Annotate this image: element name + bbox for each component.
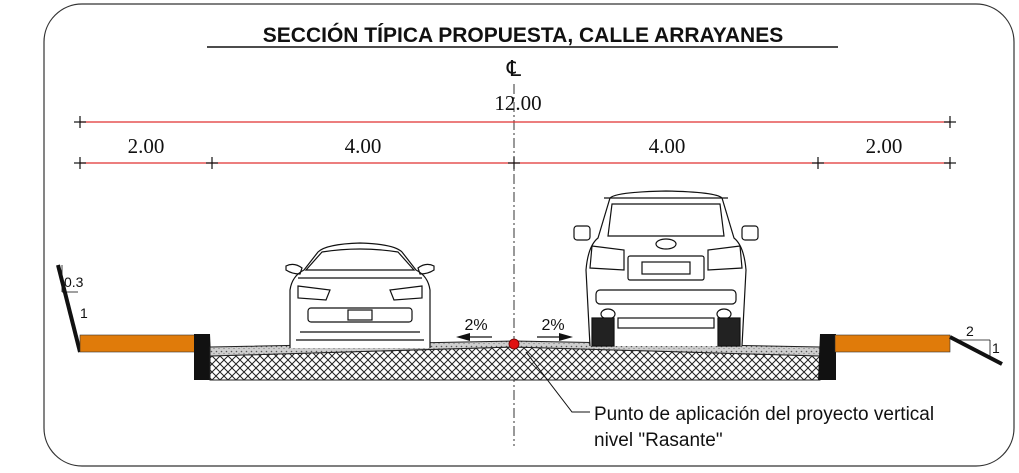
right-slope-vertical-label: 1 xyxy=(992,340,1000,356)
left-car-icon xyxy=(285,242,435,348)
left-sidewalk xyxy=(79,334,197,353)
segment-label-right-lane: 4.00 xyxy=(649,134,686,158)
left-crossfall-arrow-icon xyxy=(456,333,470,341)
rasante-point xyxy=(508,338,520,350)
right-crossfall-label: 2% xyxy=(541,317,564,334)
left-slope-vertical-label: 1 xyxy=(80,305,88,321)
right-suv-icon xyxy=(573,190,759,347)
total-width-label: 12.00 xyxy=(494,91,541,115)
segment-label-left-lane: 4.00 xyxy=(345,134,382,158)
left-curb xyxy=(194,334,212,380)
total-dimension-ticks xyxy=(74,116,956,128)
segment-label-left-sidewalk: 2.00 xyxy=(128,134,165,158)
drawing-title: SECCIÓN TÍPICA PROPUESTA, CALLE ARRAYANE… xyxy=(263,23,783,47)
left-crossfall-label: 2% xyxy=(464,317,487,334)
right-slope-horizontal-label: 2 xyxy=(966,323,974,339)
right-embankment xyxy=(949,335,1003,366)
right-sidewalk xyxy=(834,334,951,353)
left-slope-horizontal-label: 0.3 xyxy=(64,274,84,290)
segment-label-right-sidewalk: 2.00 xyxy=(866,134,903,158)
centerline-symbol: ℄ xyxy=(506,56,522,81)
annotation-line-1: Punto de aplicación del proyecto vertica… xyxy=(594,404,934,425)
annotation-leader-line xyxy=(525,351,590,413)
drawing-frame xyxy=(43,3,1015,467)
segment-dimension-ticks xyxy=(74,157,956,169)
annotation-line-2: nivel "Rasante" xyxy=(594,430,723,451)
right-curb xyxy=(818,334,836,380)
right-crossfall-arrow-icon xyxy=(559,333,573,341)
